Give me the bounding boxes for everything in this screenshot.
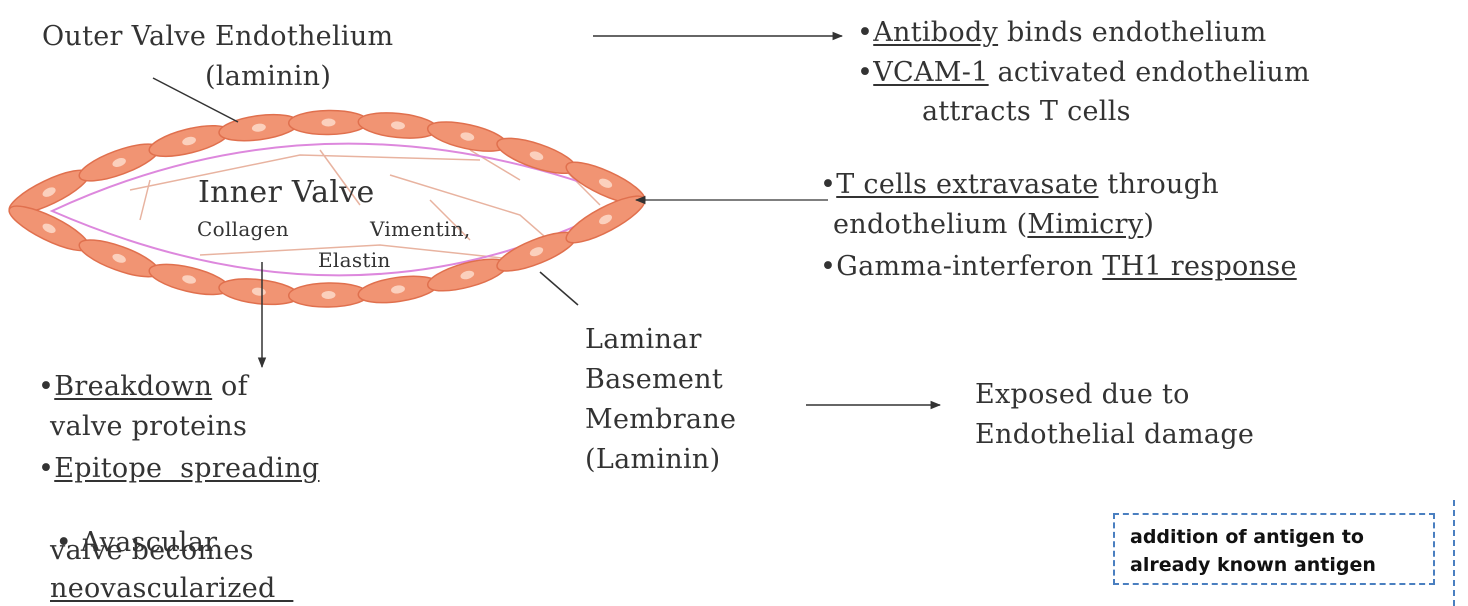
neovascularized-line: neovascularized xyxy=(50,572,293,606)
antibody-line: •Antibody binds endothelium xyxy=(857,16,1267,50)
inner-valve-vimentin: Vimentin, xyxy=(370,212,471,246)
mimicry-line: endothelium (Mimicry) xyxy=(833,208,1154,242)
outer-endothelium-title: Outer Valve Endothelium xyxy=(42,21,393,52)
inner-valve-elastin: Elastin xyxy=(318,243,391,277)
t-cells-extravasate-term: T cells extravasate xyxy=(836,169,1098,200)
antigen-note-box: addition of antigen to already known ant… xyxy=(1113,513,1435,585)
vcam-line: •VCAM-1 activated endothelium xyxy=(857,56,1310,90)
laminar-label-3: Membrane xyxy=(585,403,736,437)
laminar-label-1: Laminar xyxy=(585,323,702,357)
breakdown-term: Breakdown xyxy=(54,371,212,402)
exposed-line-2: Endothelial damage xyxy=(975,418,1254,452)
inner-valve-collagen: Collagen xyxy=(197,212,289,246)
inner-valve-title: Inner Valve xyxy=(198,176,375,210)
antibody-term: Antibody xyxy=(873,17,998,48)
attracts-t-cells-line: attracts T cells xyxy=(922,95,1131,129)
epitope-line: •Epitope spreading xyxy=(38,452,320,486)
laminar-label-4: (Laminin) xyxy=(585,443,720,477)
note-dashed-edge xyxy=(1453,500,1455,606)
vcam-term: VCAM-1 xyxy=(873,57,988,88)
gamma-interferon-line: •Gamma-interferon TH1 response xyxy=(820,250,1297,284)
laminar-label-2: Basement xyxy=(585,363,723,397)
outer-endothelium-sublabel: (laminin) xyxy=(205,60,331,94)
valve-proteins-line: valve proteins xyxy=(50,410,247,444)
neovascularized-term: neovascularized xyxy=(50,573,293,604)
t-cells-line: •T cells extravasate through xyxy=(820,168,1219,202)
valve-becomes-line: valve becomes xyxy=(50,534,254,568)
laminar-pointer-line xyxy=(540,272,578,305)
epitope-spreading-term: Epitope spreading xyxy=(54,453,319,484)
breakdown-line: •Breakdown of xyxy=(38,370,248,404)
note-line-1: addition of antigen to xyxy=(1130,523,1423,551)
exposed-line-1: Exposed due to xyxy=(975,378,1190,412)
th1-response-term: TH1 response xyxy=(1102,251,1296,282)
outer-endothelium-label: Outer Valve Endothelium xyxy=(42,20,393,54)
mimicry-term: Mimicry xyxy=(1027,209,1143,240)
note-line-2: already known antigen xyxy=(1130,551,1423,579)
